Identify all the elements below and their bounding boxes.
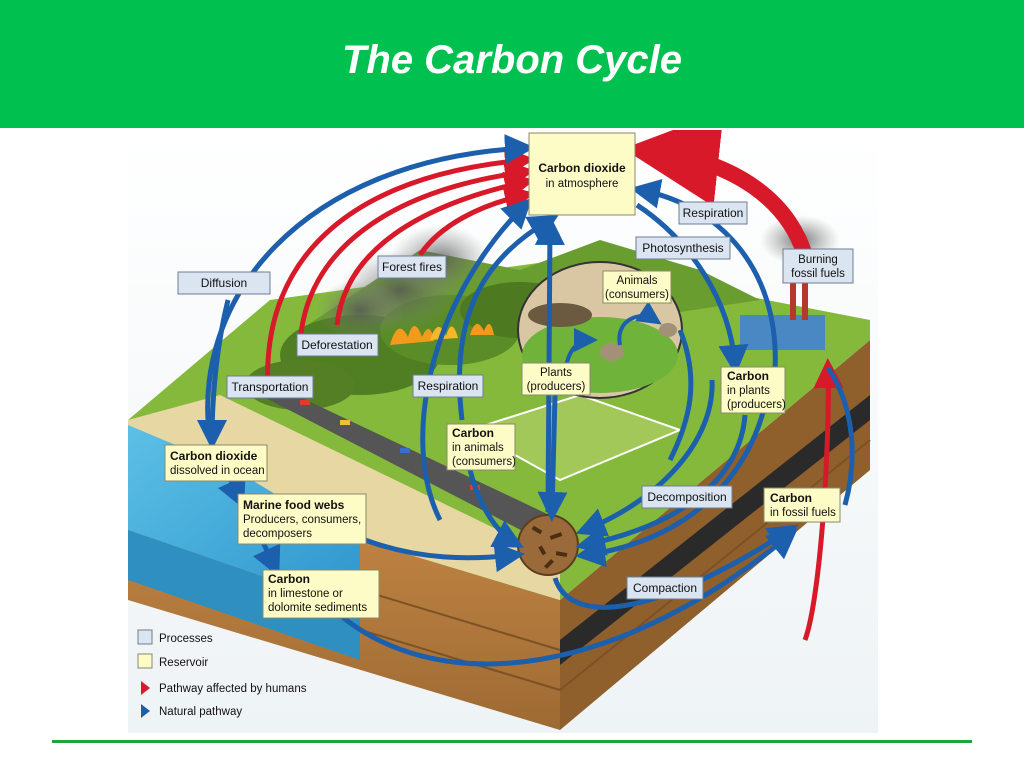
reservoir-animals: Carbon in animals (consumers): [446, 423, 516, 471]
inset-plants-line2: (producers): [527, 381, 586, 393]
road: [260, 390, 560, 540]
arrow-limestone: [338, 528, 798, 667]
legend-reservoir: Reservoir: [159, 657, 208, 669]
fossil-bold: Carbon: [770, 491, 812, 505]
plants-bold: Carbon: [727, 369, 769, 383]
title-bar: The Carbon Cycle: [0, 0, 1024, 128]
animals-bold: Carbon: [452, 426, 494, 440]
atmosphere-bold: Carbon dioxide: [538, 161, 626, 175]
process-photosynthesis: Photosynthesis: [635, 236, 731, 260]
arrow-burning-fossil-fuels: [623, 111, 816, 270]
arrow-animals-to-decomposers: [467, 469, 524, 548]
arrow-photosynthesis: [635, 202, 749, 375]
reservoir-fossil-fuels: Carbon in fossil fuels: [763, 487, 841, 523]
inset-animals-line2: (consumers): [605, 289, 669, 301]
legend-natural-arrow-icon: [141, 704, 150, 718]
arrow-marine-to-decomposers: [364, 537, 525, 573]
inset-animals-line1: Animals: [617, 275, 658, 287]
process-diffusion: Diffusion: [177, 271, 271, 295]
process-burning-fossil-fuels: Burning fossil fuels: [782, 248, 854, 284]
arrow-inset-up: [617, 301, 662, 346]
label-decomposition: Decomposition: [647, 490, 726, 504]
decomposer-particles: [531, 525, 568, 569]
pasture: [467, 393, 683, 482]
diagram-svg: Carbon dioxide in atmosphere Diffusion F…: [127, 111, 878, 733]
fossil-text: in fossil fuels: [770, 507, 836, 519]
inset-animals: [528, 303, 677, 361]
arrow-right-loop: [825, 366, 855, 506]
process-compaction: Compaction: [626, 576, 704, 600]
arrow-compaction: [552, 524, 799, 610]
stratum-line: [559, 439, 871, 691]
process-respiration-top: Respiration: [678, 201, 748, 225]
marine-line1: Producers, consumers,: [243, 514, 361, 526]
arrow-deforestation: [297, 159, 535, 346]
arrow-decomposition-b: [575, 379, 715, 537]
arrow-marine-to-limestone: [252, 538, 281, 578]
label-deforestation: Deforestation: [301, 338, 372, 352]
carbon-cycle-diagram: Carbon dioxide in atmosphere Diffusion F…: [127, 111, 878, 733]
inset-label-plants: Plants (producers): [521, 362, 591, 396]
label-compaction: Compaction: [633, 581, 697, 595]
arrow-respiration-left: [420, 197, 533, 522]
ocean-bold: Carbon dioxide: [170, 449, 258, 463]
process-deforestation: Deforestation: [296, 333, 379, 357]
label-photosynthesis: Photosynthesis: [642, 241, 723, 255]
legend-reservoir-swatch: [137, 653, 153, 669]
arrow-inset-down: [667, 329, 694, 462]
ocean-text: dissolved in ocean: [170, 465, 265, 477]
arrow-transportation: [265, 146, 535, 393]
inset-label-animals: Animals (consumers): [602, 270, 672, 304]
bottom-rule: [52, 740, 972, 743]
arrow-diffusion-up: [205, 134, 535, 441]
legend-human-arrow-icon: [141, 681, 150, 695]
reservoir-ocean: Carbon dioxide dissolved in ocean: [164, 444, 268, 482]
animals-line1: in animals: [452, 442, 504, 454]
animals-line2: (consumers): [452, 456, 516, 468]
label-forest-fires: Forest fires: [382, 260, 442, 274]
reservoir-plants: Carbon in plants (producers): [720, 366, 786, 414]
legend-human: Pathway affected by humans: [159, 683, 307, 695]
ocean-front: [128, 530, 360, 660]
process-decomposition: Decomposition: [641, 485, 733, 509]
process-forest-fires: Forest fires: [377, 255, 447, 279]
inset-plants-line1: Plants: [540, 367, 572, 379]
reservoir-atmosphere: Carbon dioxide in atmosphere: [528, 132, 636, 216]
label-burning-line2: fossil fuels: [791, 268, 845, 280]
marine-bold: Marine food webs: [243, 498, 345, 512]
limestone-line2: dolomite sediments: [268, 602, 367, 614]
legend: Processes Reservoir Pathway affected by …: [137, 629, 307, 718]
label-respiration-left: Respiration: [418, 379, 479, 393]
arrow-diffusion-down: [197, 299, 231, 450]
label-burning-line1: Burning: [798, 254, 838, 266]
arrow-plants-down: [537, 394, 568, 522]
legend-natural: Natural pathway: [159, 706, 242, 718]
label-diffusion: Diffusion: [201, 276, 247, 290]
process-transportation: Transportation: [226, 375, 314, 399]
atmosphere-text: in atmosphere: [546, 178, 619, 190]
process-respiration-left: Respiration: [412, 374, 484, 398]
reservoir-marine-food-webs: Marine food webs Producers, consumers, d…: [237, 493, 367, 545]
slide-title: The Carbon Cycle: [341, 38, 683, 82]
arrow-respiration-plants: [630, 178, 778, 371]
arrow-forest-fires-a: [334, 171, 535, 326]
reservoir-limestone: Carbon in limestone or dolomite sediment…: [262, 569, 380, 619]
marine-line2: decomposers: [243, 528, 312, 540]
label-respiration-top: Respiration: [683, 206, 744, 220]
legend-process-swatch: [137, 629, 153, 645]
plants-line1: in plants: [727, 385, 770, 397]
limestone-line1: in limestone or: [268, 588, 343, 600]
limestone-bold: Carbon: [268, 572, 310, 586]
legend-processes: Processes: [159, 633, 213, 645]
label-transportation: Transportation: [232, 380, 309, 394]
plants-line2: (producers): [727, 399, 786, 411]
